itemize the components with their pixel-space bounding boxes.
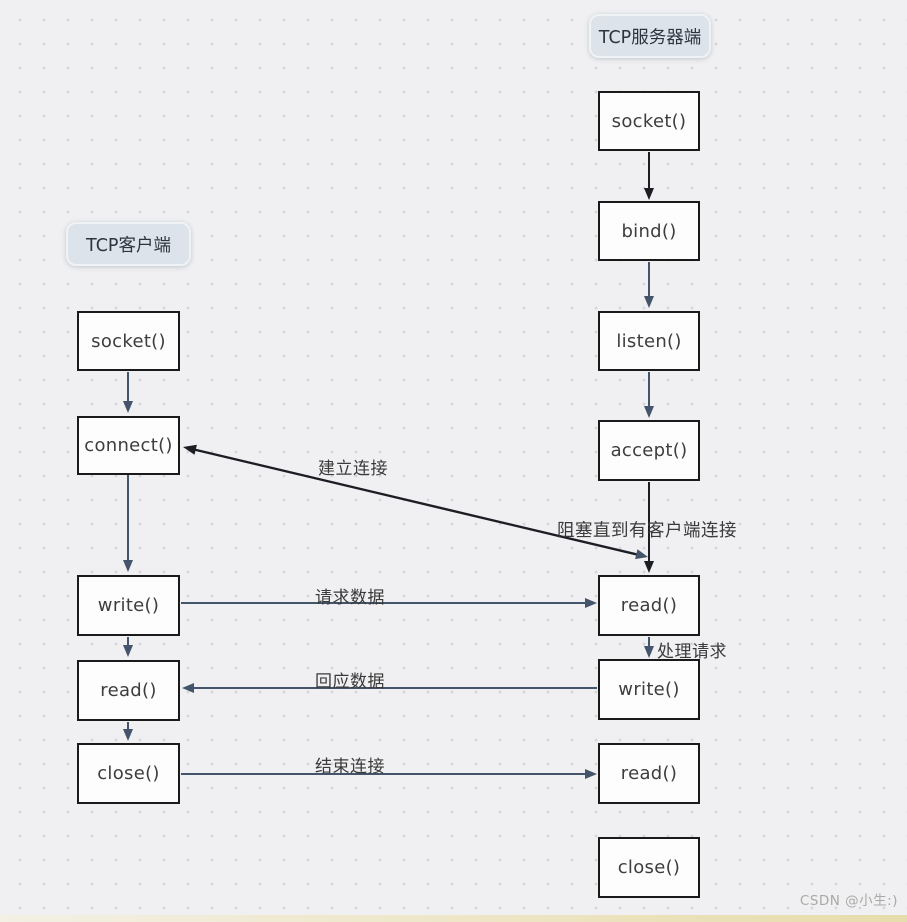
node-client-socket: socket(): [77, 311, 180, 371]
node-client-read: read(): [77, 660, 180, 721]
server-title: TCP服务器端: [598, 27, 702, 48]
arrow-server-listen-to-accept: [644, 372, 654, 418]
arrow-client-socket-to-connect: [123, 372, 133, 413]
client-title-pill: TCP客户端: [66, 222, 191, 266]
node-server-read1: read(): [598, 575, 700, 636]
node-client-write: write(): [77, 575, 180, 636]
node-client-close: close(): [77, 743, 180, 804]
node-server-listen: listen(): [598, 311, 700, 371]
arrow-server-read-to-write: [644, 637, 654, 658]
arrow-client-read-to-close: [123, 722, 133, 741]
node-server-close: close(): [598, 837, 700, 898]
node-server-socket: socket(): [598, 91, 700, 151]
arrow-response-data: [182, 683, 597, 693]
arrow-end-connection: [181, 769, 597, 779]
node-server-write: write(): [598, 659, 700, 720]
edge-label-block-until-client: 阻塞直到有客户端连接: [557, 521, 737, 541]
edge-label-process-request: 处理请求: [657, 642, 727, 662]
node-server-bind: bind(): [598, 201, 700, 261]
arrow-client-write-to-read: [123, 637, 133, 657]
bottom-gradient-strip: [0, 915, 907, 922]
server-title-pill: TCP服务器端: [589, 14, 711, 58]
node-server-accept: accept(): [598, 420, 700, 481]
arrow-request-data: [181, 598, 597, 608]
arrow-server-bind-to-listen: [644, 262, 654, 308]
edge-label-response-data: 回应数据: [315, 672, 385, 692]
node-client-connect: connect(): [77, 416, 180, 475]
arrow-server-socket-to-bind: [644, 152, 654, 200]
csdn-watermark: CSDN @小生:): [799, 893, 898, 909]
client-title: TCP客户端: [86, 235, 171, 256]
node-server-read2: read(): [598, 743, 700, 804]
edge-label-request-data: 请求数据: [315, 588, 385, 608]
arrow-client-connect-to-write: [123, 475, 133, 572]
edge-label-end-connection: 结束连接: [315, 757, 385, 777]
edge-label-establish-connection: 建立连接: [318, 459, 388, 479]
